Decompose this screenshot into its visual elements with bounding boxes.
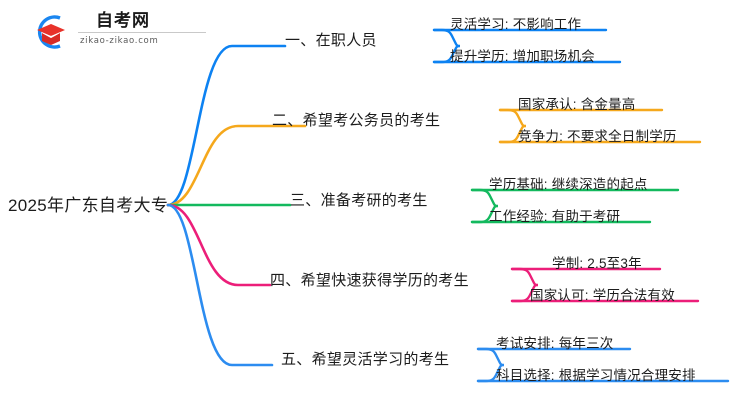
branch-curve-4: [166, 203, 272, 287]
leaf-label-4-2[interactable]: 国家认可: 学历合法有效: [530, 288, 675, 303]
branch-curve-2: [166, 124, 307, 207]
root-topic[interactable]: 2025年广东自考大专: [8, 196, 169, 215]
leaf-label-1-1[interactable]: 灵活学习: 不影响工作: [450, 17, 582, 32]
branch-label-4[interactable]: 四、希望快速获得学历的考生: [270, 272, 469, 289]
branch-label-1[interactable]: 一、在职人员: [285, 32, 377, 49]
logo-text-block: 自考网 zikao-zikao.com: [78, 11, 206, 48]
branch-curve-1: [166, 44, 287, 207]
site-logo[interactable]: 自考网 zikao-zikao.com: [30, 10, 210, 54]
leaf-bracket-2: [498, 108, 527, 144]
branch-label-5[interactable]: 五、希望灵活学习的考生: [281, 351, 450, 368]
leaf-label-5-2[interactable]: 科目选择: 根据学习情况合理安排: [496, 368, 696, 383]
leaf-label-2-1[interactable]: 国家承认: 含金量高: [518, 97, 636, 112]
leaf-bracket-4: [510, 267, 539, 303]
leaf-label-2-2[interactable]: 竞争力: 不要求全日制学历: [518, 129, 677, 144]
logo-subtitle: zikao-zikao.com: [80, 36, 159, 46]
graduation-cap-icon: [37, 15, 65, 49]
leaf-label-4-1[interactable]: 学制: 2.5至3年: [552, 256, 642, 271]
logo-title: 自考网: [78, 11, 206, 33]
branch-label-2[interactable]: 二、希望考公务员的考生: [272, 112, 441, 129]
leaf-label-1-2[interactable]: 提升学历: 增加职场机会: [450, 49, 595, 64]
leaf-bracket-5: [476, 347, 505, 383]
leaf-bracket-1: [432, 28, 461, 64]
leaf-label-3-2[interactable]: 工作经验: 有助于考研: [489, 209, 621, 224]
branch-curve-5: [166, 203, 274, 367]
leaf-label-3-1[interactable]: 学历基础: 继续深造的起点: [489, 177, 648, 192]
leaf-label-5-1[interactable]: 考试安排: 每年三次: [496, 336, 614, 351]
branch-label-3[interactable]: 三、准备考研的考生: [290, 192, 428, 209]
leaf-bracket-3: [470, 188, 499, 224]
